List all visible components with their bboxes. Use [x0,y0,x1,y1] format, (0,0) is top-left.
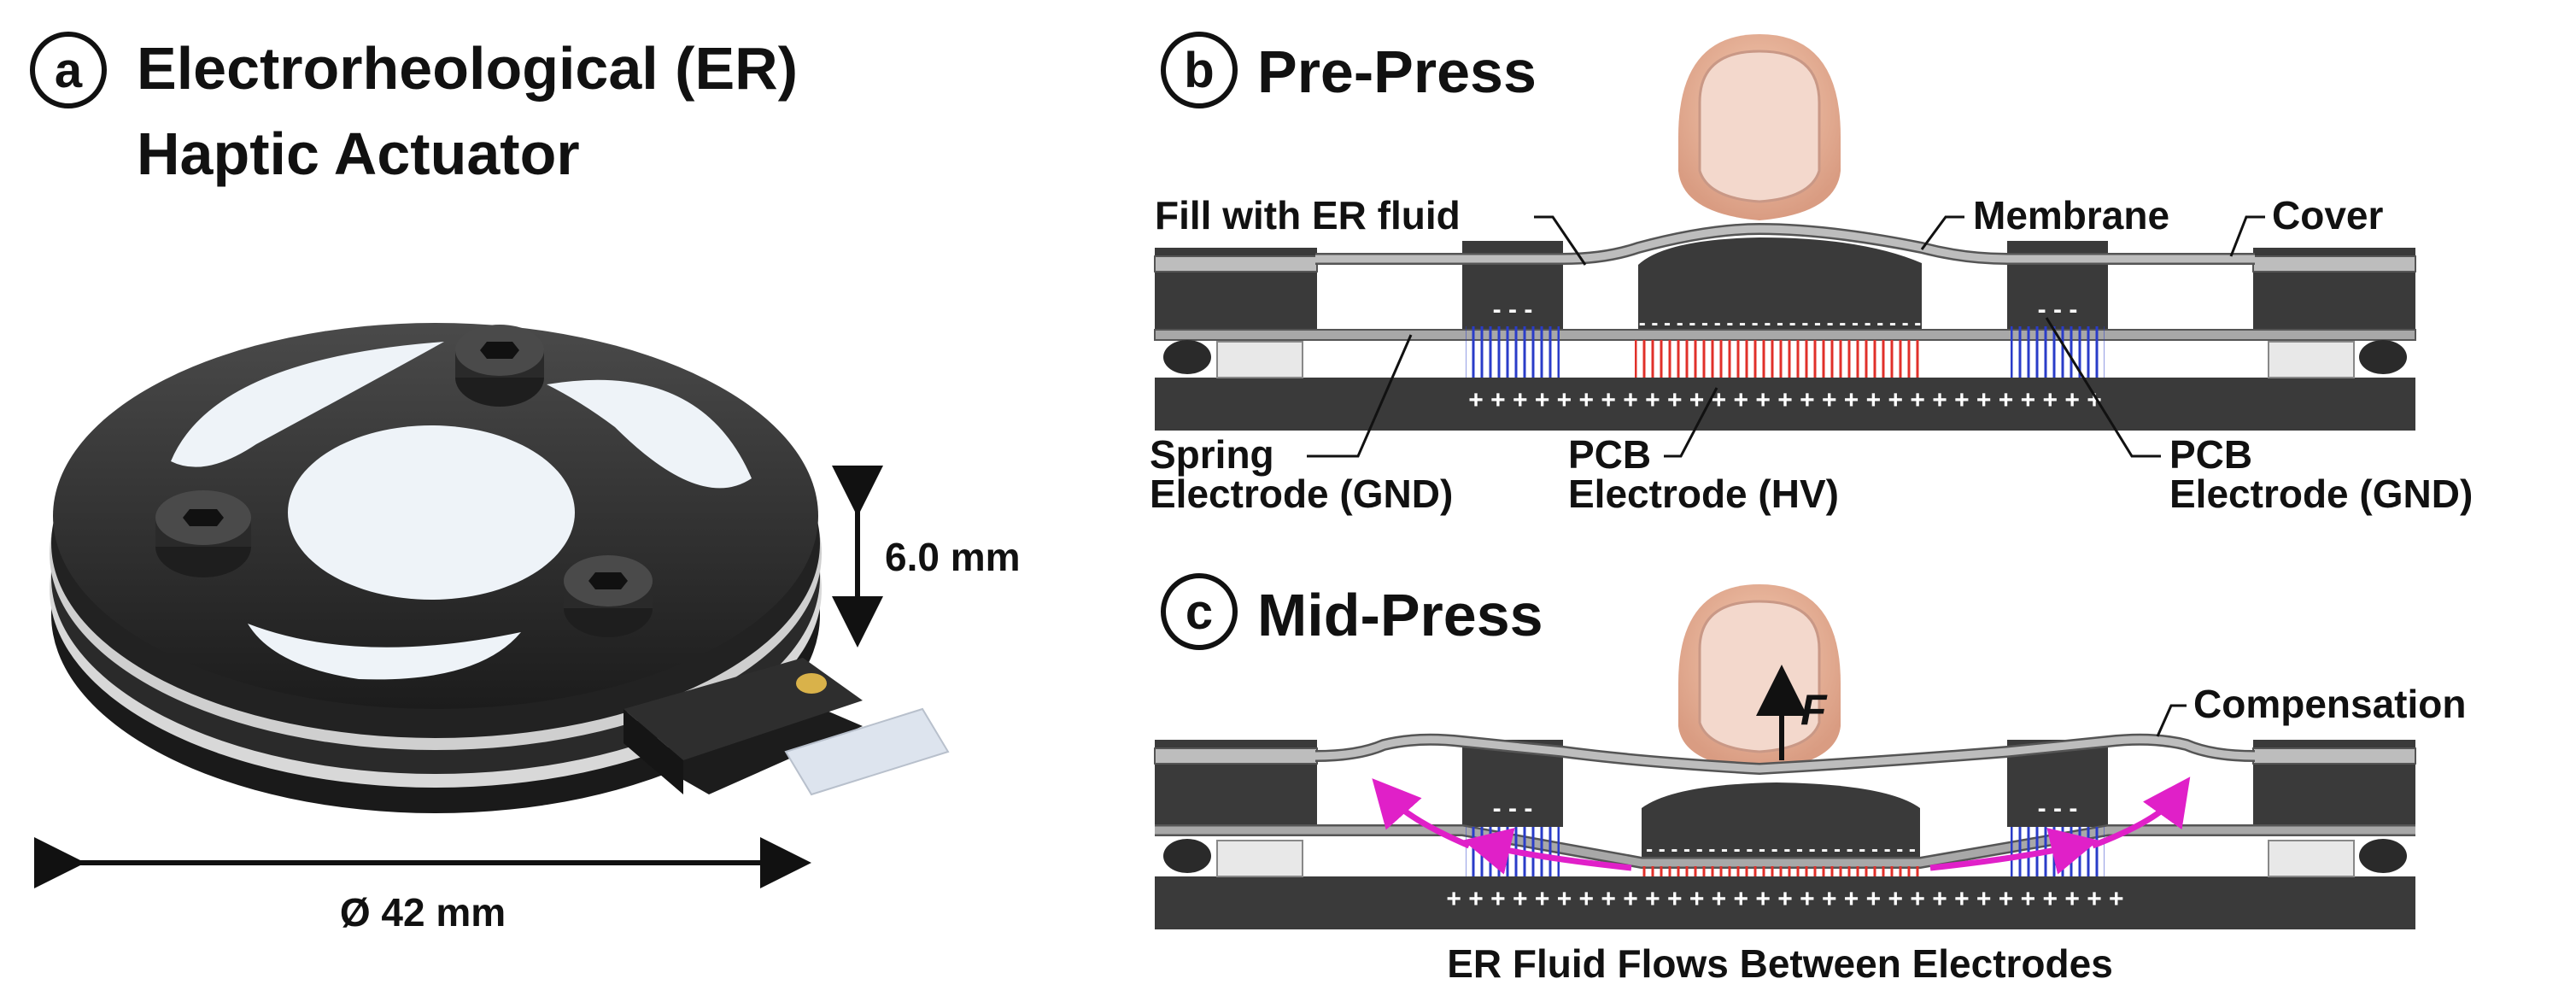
cover-strip-right [2252,255,2416,273]
panel-b: b Pre-Press - - - [1150,32,2473,516]
cover-label: Cover [2272,193,2383,237]
gnd-field-left [1466,326,1560,378]
compensation-label: Compensation [2193,682,2466,726]
pcb-gnd-leader [2045,317,2161,458]
spring-label-line2: Electrode (GND) [1150,472,1453,516]
cross-section-b: - - - - - - - - - - - - - - - - - - - - … [1154,222,2416,431]
membrane-leader [1920,215,1964,250]
right-spacer [2268,341,2355,378]
minus-signs-right-c: - - - [2038,794,2078,823]
compensation-leader [2156,704,2187,737]
pcb-hv-label-line1: PCB [1568,432,1651,477]
panel-b-title: Pre-Press [1257,38,1537,105]
flow-caption: ER Fluid Flows Between Electrodes [1447,941,2113,986]
right-seal [2359,340,2407,374]
cover-leader [2229,215,2265,257]
screw-left [155,490,251,577]
diameter-label: Ø 42 mm [340,890,506,935]
cross-section-c: - - - - - - - - - - - - - - - - - - - - … [1154,733,2416,929]
panel-a-title-line2: Haptic Actuator [137,120,580,187]
left-spacer [1216,341,1303,378]
panel-c: c Mid-Press F [1154,573,2466,986]
minus-signs-center: - - - - - - - - - - - - - - - - - - - - … [1639,312,1922,335]
fill-label: Fill with ER fluid [1155,193,1461,237]
pcb-gnd-label-line2: Electrode (GND) [2169,472,2473,516]
flow-arrow-left-lower [1462,828,1632,875]
plus-signs-b: + + + + + + + + + + + + + + + + + + + + … [1468,386,2101,414]
panel-a: a Electrorheological (ER) Haptic Actuato… [30,32,1021,935]
flex-connector [624,658,950,796]
panel-a-title-line1: Electrorheological (ER) [137,35,798,102]
panel-c-marker-circle [1161,573,1238,650]
pcb-hv-label-line2: Electrode (HV) [1568,472,1839,516]
panel-a-marker-circle [30,32,107,108]
screw-right [564,555,653,637]
flow-arrow-right-lower [1929,828,2099,875]
panel-c-title: Mid-Press [1257,582,1543,648]
force-label: F [1800,686,1828,734]
flow-arrows [1372,777,2191,875]
base-plate [1155,378,2415,431]
spring-label-line1: Spring [1150,432,1274,477]
pcb-gnd-label-line1: PCB [2169,432,2252,477]
arc-window-right [547,379,752,489]
center-window [288,425,575,600]
center-plunger [1638,237,1922,335]
panel-c-marker: c [1186,584,1213,640]
flow-arrow-right-upper [2091,777,2191,849]
minus-signs-left-c: - - - [1493,794,1533,823]
spring-leader [1307,334,1413,458]
cover-strip-left [1154,255,1318,273]
actuator-render [50,323,950,813]
flow-arrow-left-upper [1372,778,1471,849]
arc-window-bottom [248,624,521,680]
finger-c [1678,584,1841,771]
minus-signs-right: - - - [2038,296,2078,324]
panel-a-marker: a [55,43,83,98]
finger-b [1678,34,1841,220]
membrane-label: Membrane [1973,193,2169,237]
plus-signs-c: + + + + + + + + + + + + + + + + + + + + … [1446,885,2123,913]
panel-b-marker-circle [1161,32,1238,108]
fill-leader [1534,215,1587,266]
minus-signs-center-c: - - - - - - - - - - - - - - - - - - - - … [1646,838,1916,861]
arc-window-top [171,342,444,467]
left-seal [1163,340,1211,374]
minus-signs-left: - - - [1493,296,1533,324]
pcb-hv-leader [1664,387,1718,458]
panel-b-marker: b [1184,43,1214,98]
screw-top [455,325,544,407]
height-label: 6.0 mm [885,535,1021,579]
hv-field [1635,340,1923,378]
